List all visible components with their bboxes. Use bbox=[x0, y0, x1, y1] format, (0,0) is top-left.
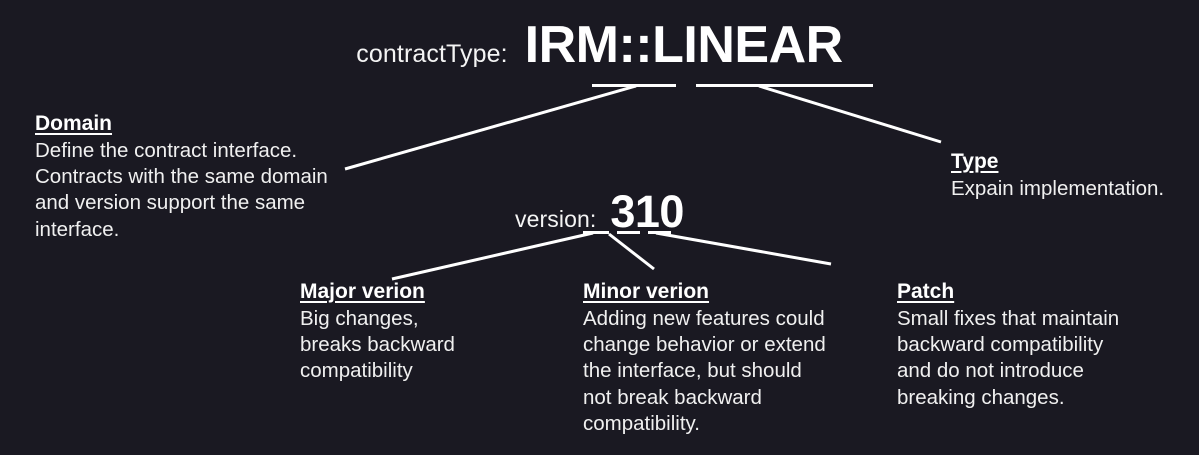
version-value: 310 bbox=[610, 186, 684, 237]
annotation-major-version-title: Major verion bbox=[300, 280, 425, 303]
annotation-type-body: Expain implementation. bbox=[951, 177, 1165, 200]
contract-type-row: contractType: IRM::LINEAR bbox=[0, 18, 1199, 73]
annotation-major-version-body: Big changes, breaks backward compatibili… bbox=[300, 307, 455, 383]
annotation-domain-title: Domain bbox=[35, 112, 113, 135]
annotation-type-title: Type bbox=[951, 150, 999, 173]
contract-type-value: IRM::LINEAR bbox=[524, 16, 844, 74]
annotation-major-version: Major verion Big changes, breaks backwar… bbox=[300, 280, 550, 385]
leader-line-minor bbox=[608, 232, 655, 271]
version-label: version: bbox=[515, 206, 597, 232]
leader-line-domain bbox=[344, 84, 637, 171]
annotation-minor-version-body: Adding new features could change behavio… bbox=[583, 307, 826, 435]
annotation-minor-version: Minor verion Adding new features could c… bbox=[583, 280, 858, 437]
leader-line-major bbox=[391, 231, 594, 281]
annotation-patch-title: Patch bbox=[897, 280, 955, 303]
annotation-patch: Patch Small fixes that maintain backward… bbox=[897, 280, 1167, 411]
version-row: version: 310 bbox=[0, 186, 1199, 238]
leader-line-type bbox=[758, 84, 942, 144]
annotation-patch-body: Small fixes that maintain backward compa… bbox=[897, 307, 1120, 409]
annotation-minor-version-title: Minor verion bbox=[583, 280, 710, 303]
contract-type-label: contractType: bbox=[356, 40, 508, 68]
annotation-domain-body: Define the contract interface. Contracts… bbox=[35, 139, 328, 241]
annotation-domain: Domain Define the contract interface. Co… bbox=[35, 112, 355, 243]
annotation-type: Type Expain implementation. bbox=[951, 150, 1191, 202]
